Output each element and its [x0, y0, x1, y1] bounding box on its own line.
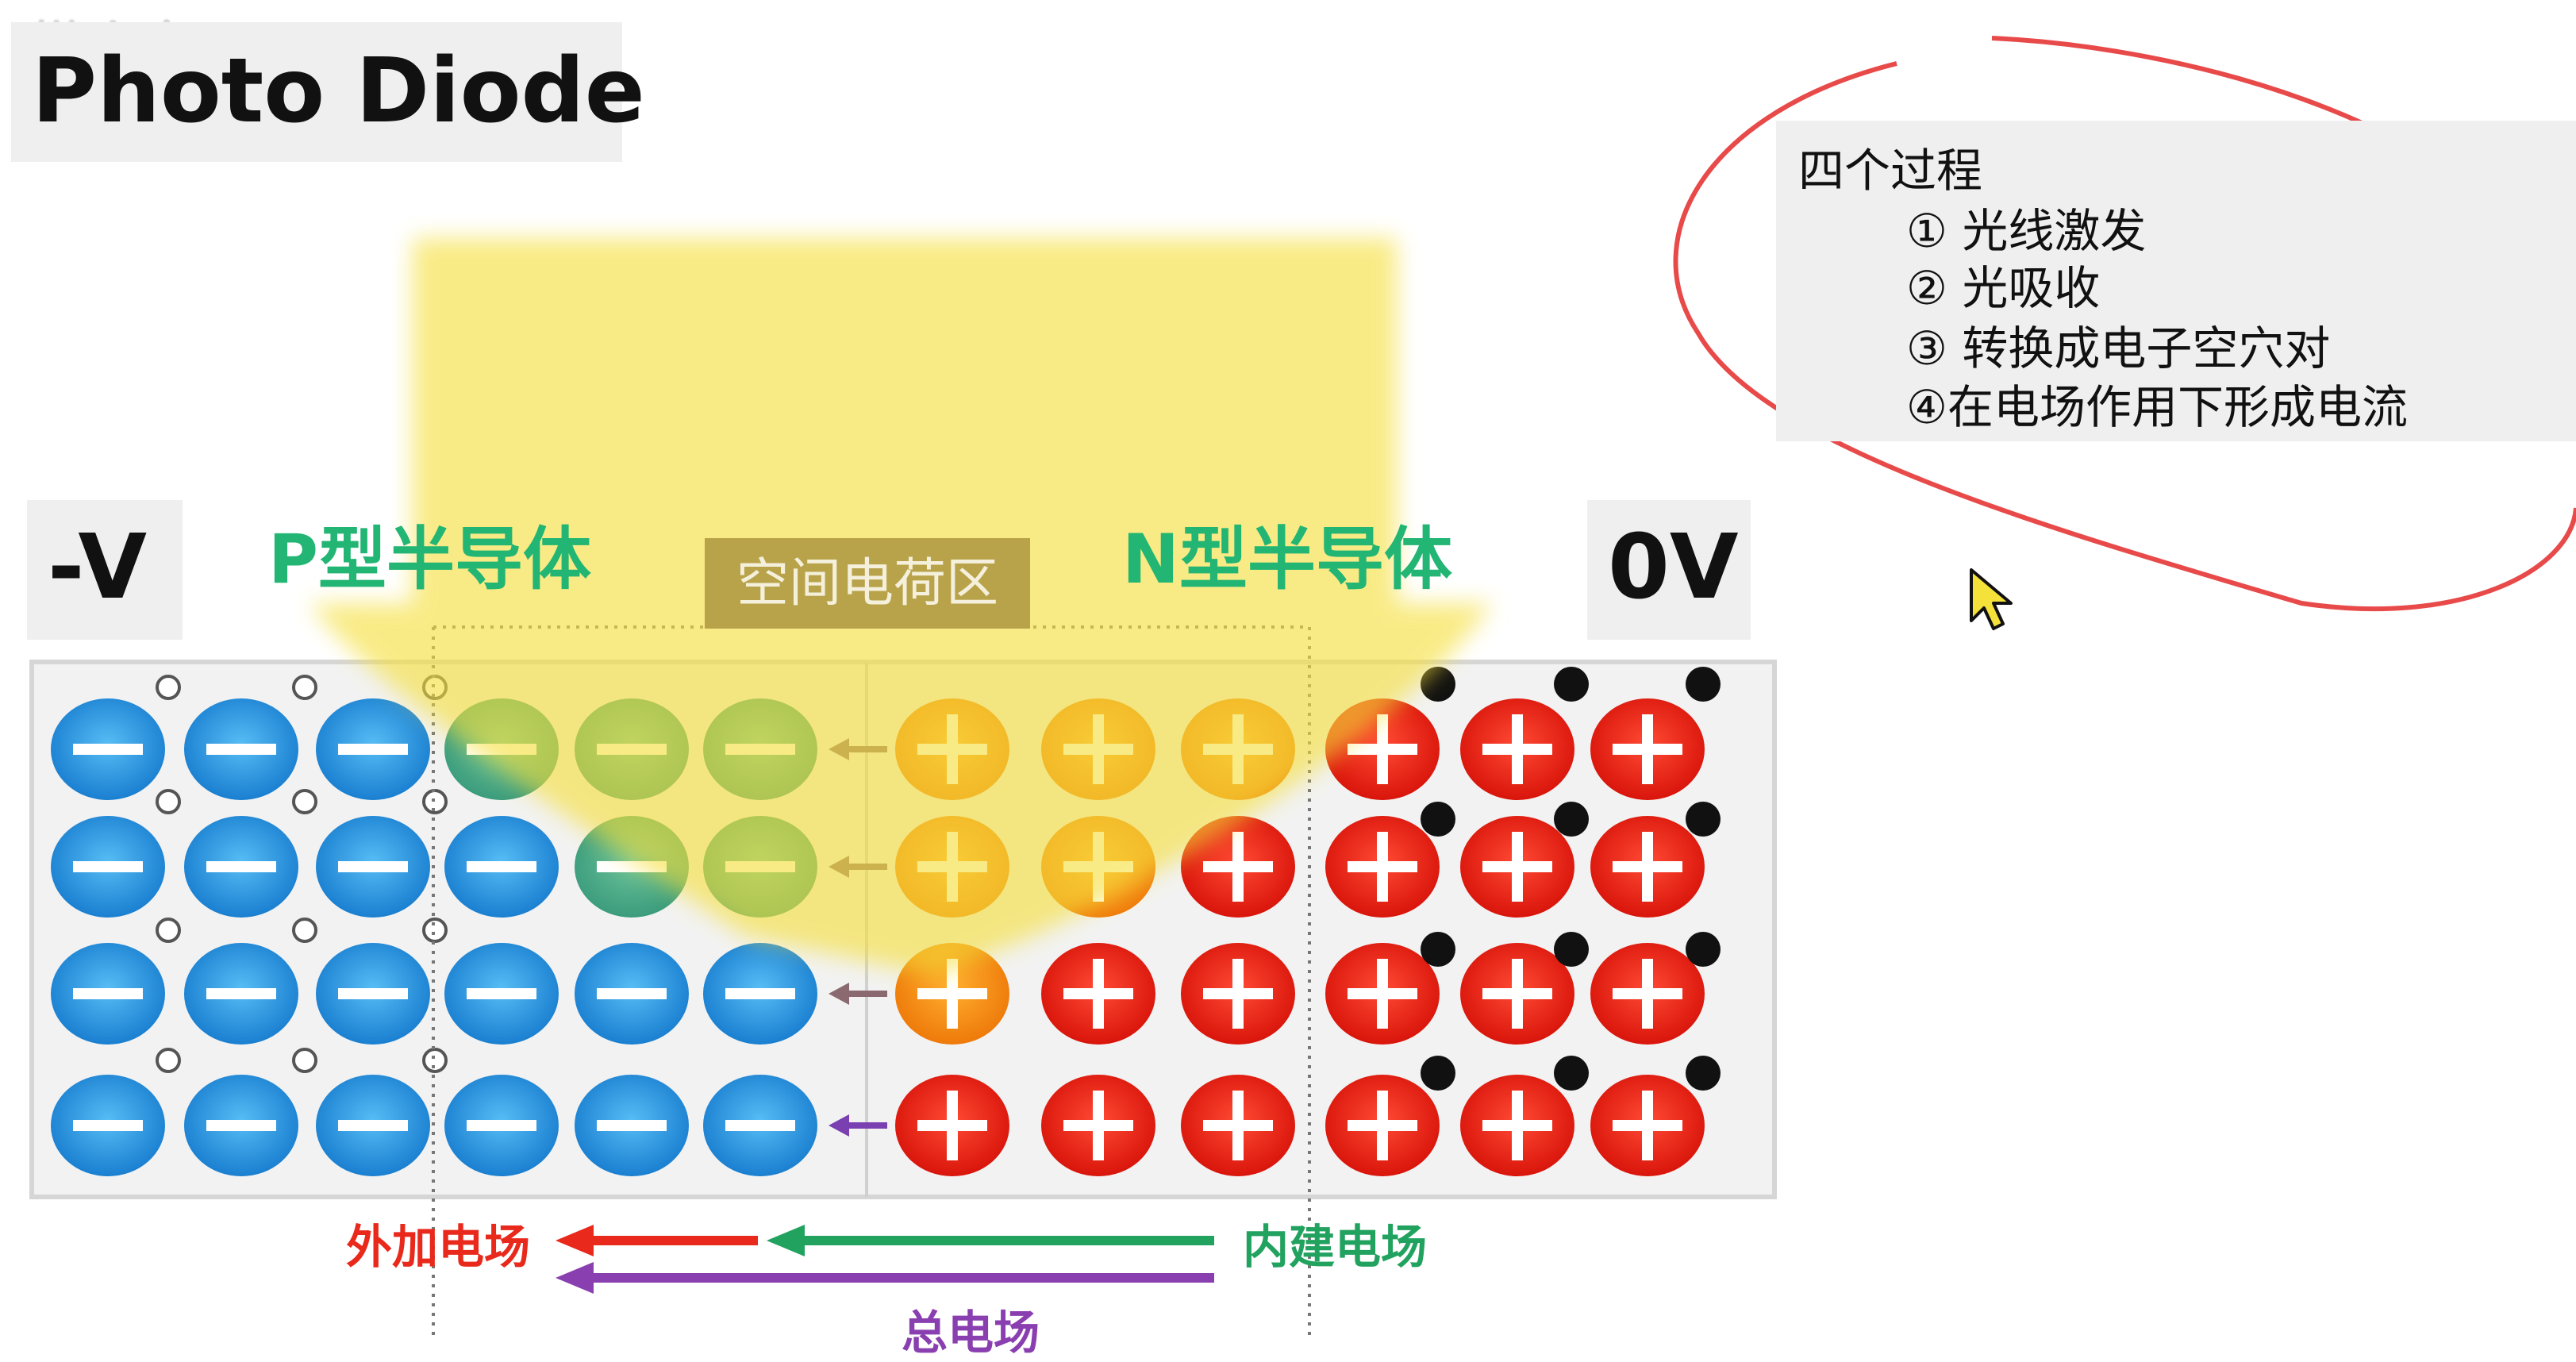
p-ion: [316, 816, 430, 918]
p-ion: [51, 1075, 165, 1176]
n-ion: [1460, 943, 1574, 1045]
electron: [1686, 932, 1721, 967]
process-title: 四个过程: [1798, 144, 1983, 198]
p-ion: [51, 698, 165, 800]
p-ion: [575, 943, 689, 1045]
p-ion: [703, 1075, 817, 1176]
process-step-1: ① 光线激发: [1906, 204, 2147, 258]
p-ion: [316, 943, 430, 1045]
hole: [292, 918, 317, 943]
p-ion: [444, 943, 559, 1045]
field-arrowhead: [829, 983, 849, 1005]
builtin-field-label: 内建电场: [1243, 1220, 1428, 1274]
n-type-label: N型半导体: [1122, 520, 1452, 599]
n-ion: [1181, 1075, 1295, 1176]
total-field-label: 总电场: [902, 1306, 1040, 1360]
left-voltage-box: [27, 500, 183, 640]
p-ion: [444, 1075, 559, 1176]
left-voltage: -V: [48, 516, 148, 619]
process-box: [1776, 121, 2576, 441]
electron: [1554, 802, 1589, 837]
n-ion: [1460, 1075, 1574, 1176]
p-type-label: P型半导体: [268, 520, 592, 599]
p-ion: [184, 943, 298, 1045]
n-ion: [1181, 816, 1295, 918]
electron: [1686, 1056, 1721, 1091]
page-title: Photo Diode: [32, 40, 645, 143]
electron: [1421, 802, 1455, 837]
builtin-field-arrowhead: [767, 1225, 805, 1256]
n-ion: [1460, 698, 1574, 800]
p-ion: [316, 698, 430, 800]
right-voltage-box: [1587, 500, 1751, 640]
p-ion: [51, 816, 165, 918]
n-ion: [1181, 943, 1295, 1045]
n-ion: [1590, 943, 1705, 1045]
electron: [1686, 667, 1721, 702]
p-ion: [184, 1075, 298, 1176]
carriers: [156, 667, 1721, 1091]
hole: [156, 675, 181, 700]
hole: [156, 789, 181, 814]
p-ion: [444, 816, 559, 918]
external-field-label: 外加电场: [346, 1220, 531, 1274]
n-ion: [1590, 1075, 1705, 1176]
p-ion: [316, 1075, 430, 1176]
mouse-cursor-icon: [1970, 568, 2013, 630]
circle-annotation: [1673, 61, 2576, 611]
process-step-2: ② 光吸收: [1906, 261, 2101, 315]
electron: [1421, 932, 1455, 967]
process-step-4: ④在电场作用下形成电流: [1906, 380, 2408, 434]
hole: [156, 918, 181, 943]
p-ion: [575, 1075, 689, 1176]
external-field-arrowhead: [556, 1225, 594, 1256]
total-field-arrowhead: [556, 1262, 594, 1294]
p-ion: [184, 816, 298, 918]
hole: [292, 1048, 317, 1073]
p-ion: [51, 943, 165, 1045]
electron: [1686, 802, 1721, 837]
electron: [1554, 932, 1589, 967]
hole: [292, 789, 317, 814]
title-box: [11, 22, 622, 162]
n-ion: [1041, 1075, 1155, 1176]
electron: [1554, 1056, 1589, 1091]
n-ion: [1460, 816, 1574, 918]
n-ion: [1325, 816, 1440, 918]
process-step-3: ③ 转换成电子空穴对: [1906, 321, 2331, 375]
n-ion: [1325, 943, 1440, 1045]
electron: [1554, 667, 1589, 702]
n-ion: [1041, 943, 1155, 1045]
n-ion: [1325, 1075, 1440, 1176]
space-charge-region-label: 空间电荷区: [705, 538, 1030, 629]
right-voltage: 0V: [1608, 516, 1739, 619]
electron: [1421, 1056, 1455, 1091]
electron: [1421, 667, 1455, 702]
n-ion: [1590, 698, 1705, 800]
hole: [292, 675, 317, 700]
n-ion: [895, 1075, 1009, 1176]
p-ion: [184, 698, 298, 800]
field-arrowhead: [829, 1114, 849, 1137]
n-ion: [1590, 816, 1705, 918]
hole: [156, 1048, 181, 1073]
p-ion: [703, 943, 817, 1045]
